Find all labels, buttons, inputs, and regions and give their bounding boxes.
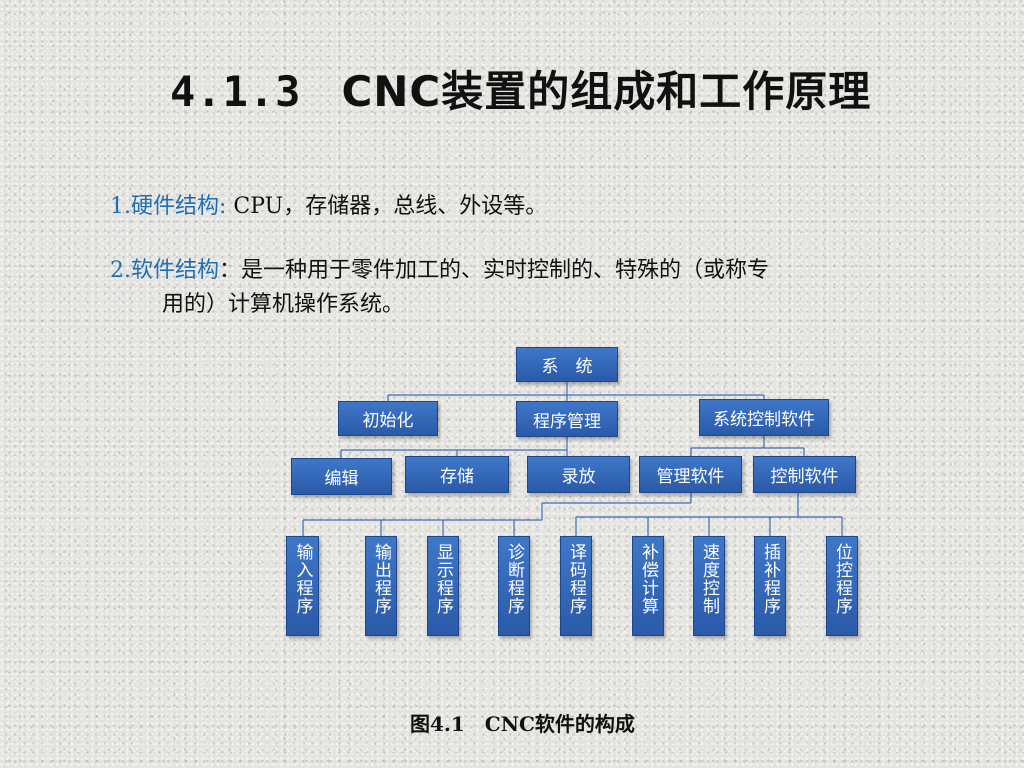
leaf-input-program: 输入程序 xyxy=(286,536,319,636)
software-text-continued: 用的）计算机操作系统。 xyxy=(162,292,405,317)
leaf-interpolation-program: 插补程序 xyxy=(754,536,786,636)
leaf-compensation-calculation-label: 补偿计算 xyxy=(638,543,658,615)
node-system: 系 统 xyxy=(516,347,618,382)
software-point: 2.软件结构：是一种用于零件加工的、实时控制的、特殊的（或称专用的）计算机操作系… xyxy=(110,254,990,322)
leaf-speed-control-label: 速度控制 xyxy=(699,543,719,615)
section-number: 4.1.3 xyxy=(170,67,302,116)
leaf-diagnostic-program-label: 诊断程序 xyxy=(504,543,524,615)
node-management-software: 管理软件 xyxy=(639,456,742,493)
node-playback: 录放 xyxy=(527,456,630,493)
node-store: 存储 xyxy=(405,456,509,493)
page-title: 4.1.3 CNC装置的组成和工作原理 xyxy=(170,58,990,119)
node-control-software: 控制软件 xyxy=(753,456,856,493)
leaf-display-program: 显示程序 xyxy=(427,536,459,636)
node-init: 初始化 xyxy=(338,401,438,436)
leaf-display-program-label: 显示程序 xyxy=(433,543,453,615)
leaf-output-program: 输出程序 xyxy=(365,536,397,636)
hardware-point: 1.硬件结构: CPU，存储器，总线、外设等。 xyxy=(110,190,990,224)
node-system-control-software: 系统控制软件 xyxy=(699,399,829,436)
figure-caption: 图4.1 CNC软件的构成 xyxy=(410,712,635,736)
leaf-output-program-label: 输出程序 xyxy=(371,543,391,615)
leaf-diagnostic-program: 诊断程序 xyxy=(498,536,530,636)
leaf-speed-control: 速度控制 xyxy=(693,536,725,636)
leaf-position-control-program-label: 位控程序 xyxy=(832,543,852,615)
leaf-position-control-program: 位控程序 xyxy=(826,536,858,636)
software-label: 2.软件结构 xyxy=(110,258,219,283)
leaf-decode-program: 译码程序 xyxy=(560,536,592,636)
leaf-input-program-label: 输入程序 xyxy=(292,543,313,615)
leaf-decode-program-label: 译码程序 xyxy=(566,543,586,615)
leaf-interpolation-program-label: 插补程序 xyxy=(760,543,780,615)
hardware-text: CPU，存储器，总线、外设等。 xyxy=(226,194,548,219)
section-title: CNC装置的组成和工作原理 xyxy=(341,67,872,116)
hardware-label: 1.硬件结构: xyxy=(110,194,227,219)
node-edit: 编辑 xyxy=(291,458,392,495)
software-text: ：是一种用于零件加工的、实时控制的、特殊的（或称专 xyxy=(219,258,770,283)
leaf-compensation-calculation: 补偿计算 xyxy=(632,536,664,636)
node-program-management: 程序管理 xyxy=(516,401,618,437)
